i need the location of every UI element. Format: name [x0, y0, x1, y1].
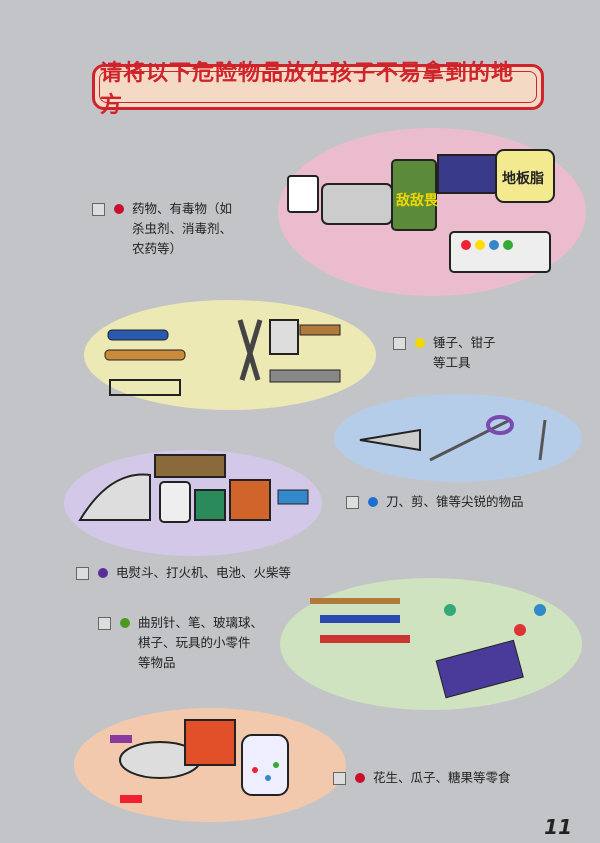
- checkbox[interactable]: [333, 772, 346, 785]
- checklist-item-medicine[interactable]: 药物、有毒物（如 杀虫剂、消毒剂、 农药等）: [92, 199, 232, 259]
- checklist-item-appliances[interactable]: 电熨斗、打火机、电池、火柴等: [76, 563, 291, 583]
- checkbox[interactable]: [393, 337, 406, 350]
- bullet-dot: [120, 618, 130, 628]
- item-label: 花生、瓜子、糖果等零食: [373, 770, 511, 785]
- checklist-item-sharp[interactable]: 刀、剪、锥等尖锐的物品: [346, 492, 524, 512]
- title-banner: 请将以下危险物品放在孩子不易拿到的地方: [92, 61, 544, 118]
- item-label: 药物、有毒物（如 杀虫剂、消毒剂、 农药等）: [132, 201, 233, 256]
- checklist-item-tools[interactable]: 锤子、钳子 等工具: [393, 333, 496, 373]
- item-label: 电熨斗、打火机、电池、火柴等: [116, 565, 292, 580]
- checkbox[interactable]: [346, 496, 359, 509]
- bullet-dot: [415, 338, 425, 348]
- checkbox[interactable]: [98, 617, 111, 630]
- item-label: 曲别针、笔、玻璃球、 棋子、玩具的小零件 等物品: [138, 615, 264, 670]
- page-number: 11: [544, 815, 572, 839]
- pill-box-label: 敌敌畏: [396, 192, 439, 209]
- bullet-dot: [98, 568, 108, 578]
- medicine-jar-label: 地板脂: [502, 170, 544, 187]
- bullet-dot: [355, 773, 365, 783]
- page-title: 请将以下危险物品放在孩子不易拿到的地方: [100, 61, 515, 118]
- checkbox[interactable]: [92, 203, 105, 216]
- item-label: 锤子、钳子 等工具: [433, 335, 496, 370]
- bullet-dot: [368, 497, 378, 507]
- checklist-item-small-parts[interactable]: 曲别针、笔、玻璃球、 棋子、玩具的小零件 等物品: [98, 613, 263, 673]
- checkbox[interactable]: [76, 567, 89, 580]
- checklist-item-snacks[interactable]: 花生、瓜子、糖果等零食: [333, 768, 511, 788]
- item-label: 刀、剪、锥等尖锐的物品: [386, 494, 524, 509]
- bullet-dot: [114, 204, 124, 214]
